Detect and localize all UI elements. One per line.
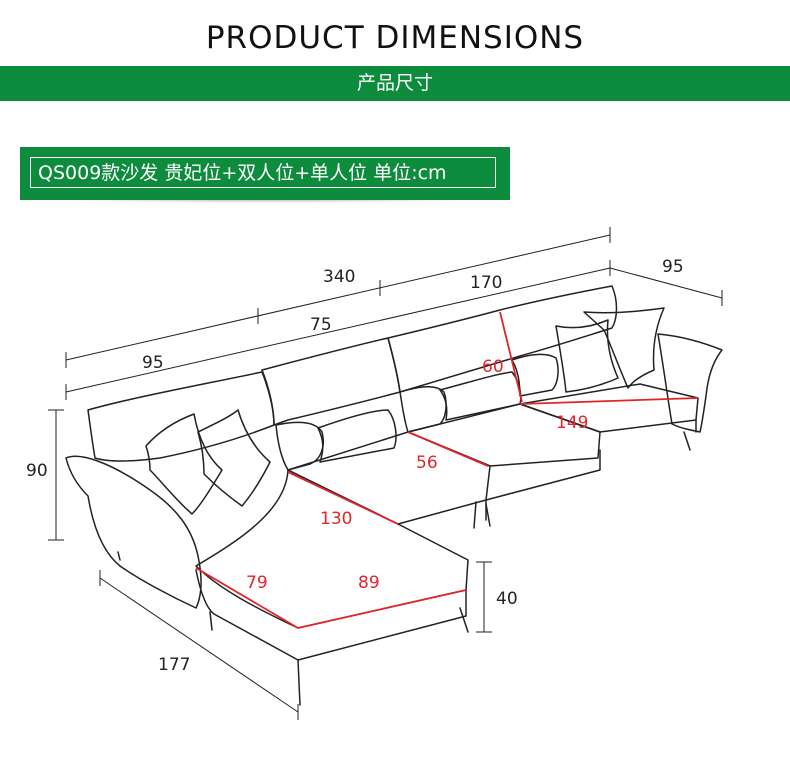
section-banner-text: 产品尺寸 xyxy=(356,72,433,94)
dim-line-depth xyxy=(609,267,723,299)
leg-6 xyxy=(485,503,491,527)
label-seat-height: 40 xyxy=(496,589,518,609)
red-edge-accents xyxy=(195,311,699,629)
left-armrest xyxy=(65,455,202,609)
sofa-illustration xyxy=(65,285,723,706)
accent-back-height xyxy=(499,311,523,403)
seat-middle xyxy=(287,431,491,525)
lumbar-pillow-2 xyxy=(317,409,397,463)
product-tag: QS009款沙发 贵妃位+双人位+单人位 单位:cm xyxy=(20,147,510,203)
leg-3 xyxy=(297,659,301,706)
throw-pillow-right-2 xyxy=(583,307,665,389)
right-armrest xyxy=(657,333,723,433)
throw-pillow-left-2 xyxy=(197,409,271,507)
label-chaise-front: 79 xyxy=(246,573,268,593)
dim-line-top xyxy=(65,234,611,361)
dimension-lines xyxy=(48,227,723,720)
seat-far-right xyxy=(519,383,699,433)
back-cushion-left xyxy=(87,371,275,462)
leg-4 xyxy=(459,607,469,633)
label-back-height: 60 xyxy=(482,357,504,377)
lumbar-pillow-3 xyxy=(399,386,447,433)
accent-chaise-inner xyxy=(297,589,467,629)
label-chaise-inner: 89 xyxy=(358,573,380,593)
dim-line-total xyxy=(65,267,611,393)
dim-line-chaise xyxy=(99,577,299,713)
label-depth: 95 xyxy=(662,257,684,277)
lumbar-pillow-5 xyxy=(511,353,559,397)
sofa-base xyxy=(485,419,697,521)
label-right-section: 170 xyxy=(470,273,502,293)
throw-pillow-left-1 xyxy=(145,413,223,515)
section-banner: 产品尺寸 xyxy=(0,66,790,101)
accent-seat-right xyxy=(519,397,699,405)
accent-seat-middle xyxy=(407,431,489,467)
lumbar-pillow-1 xyxy=(275,421,324,471)
label-chaise-width: 130 xyxy=(320,509,352,529)
back-cushion-middle xyxy=(261,337,401,426)
throw-pillow-right-1 xyxy=(555,319,619,393)
lumbar-pillow-4 xyxy=(439,371,522,421)
leg-7 xyxy=(683,431,691,451)
leg-1 xyxy=(117,551,121,561)
accent-chaise-front xyxy=(195,567,299,629)
accent-chaise-width xyxy=(287,471,399,525)
chaise-base xyxy=(195,569,467,661)
label-left-section: 95 xyxy=(142,353,164,373)
label-total-length: 340 xyxy=(323,267,355,287)
label-seat-width-right: 149 xyxy=(556,413,588,433)
label-middle-section: 75 xyxy=(310,315,332,335)
label-height: 90 xyxy=(26,461,48,481)
label-seat-depth-middle: 56 xyxy=(416,453,438,473)
leg-5 xyxy=(473,501,477,529)
product-tag-label: QS009款沙发 贵妃位+双人位+单人位 单位:cm xyxy=(30,157,496,188)
leg-2 xyxy=(209,611,213,631)
page-title: PRODUCT DIMENSIONS xyxy=(205,20,585,56)
product-tag-box: QS009款沙发 贵妃位+双人位+单人位 单位:cm xyxy=(20,147,510,200)
label-chaise-length: 177 xyxy=(158,655,190,675)
